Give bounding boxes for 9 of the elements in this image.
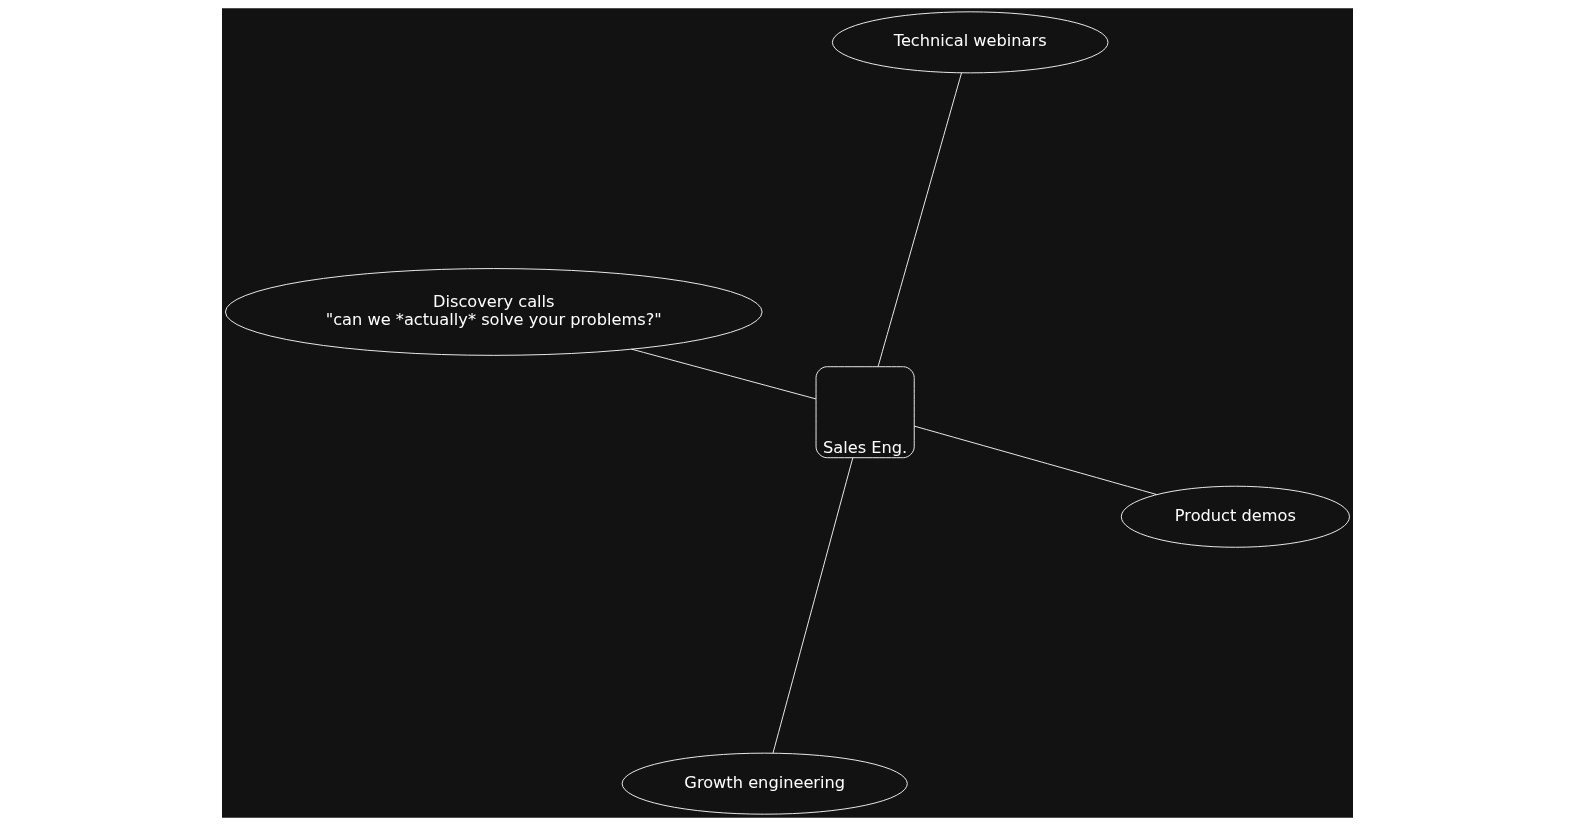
node-ellipse: Growth engineering: [621, 752, 908, 815]
node-ellipse: Discovery calls "can we *actually* solve your problems?": [224, 268, 763, 356]
connector: [772, 457, 853, 754]
node-box: Sales Eng.: [815, 366, 915, 459]
connector: [913, 425, 1157, 495]
node-ellipse: Product demos: [1120, 485, 1350, 548]
node-ellipse: Technical webinars: [831, 11, 1108, 74]
connector: [630, 348, 816, 400]
connector: [877, 72, 962, 367]
